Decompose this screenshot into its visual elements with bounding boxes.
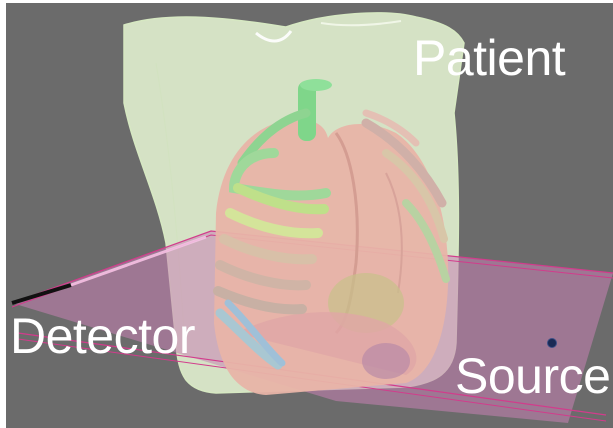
source-label: Source (455, 351, 610, 401)
detector-label: Detector (10, 311, 195, 361)
render-viewport: Patient Detector Source (6, 3, 613, 428)
patient-label: Patient (413, 33, 565, 83)
source-marker (548, 339, 557, 348)
